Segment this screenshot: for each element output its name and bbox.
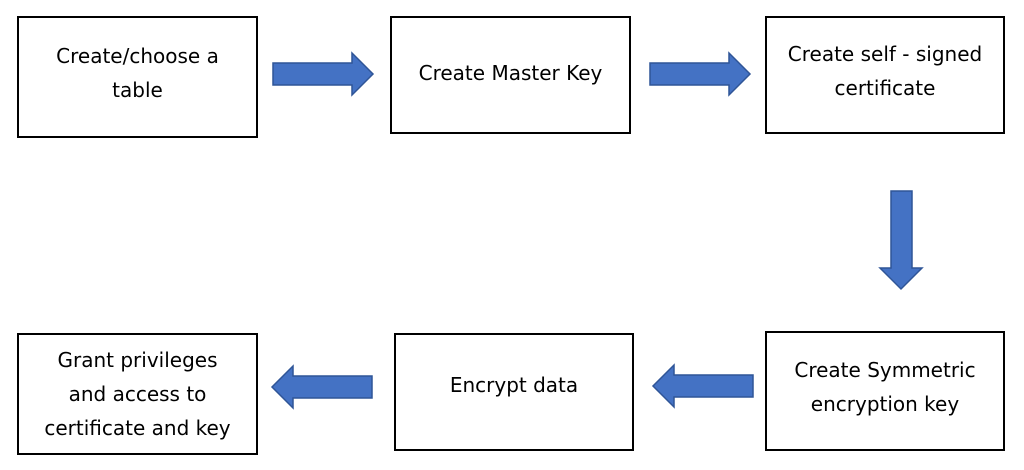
step-box-create-certificate: Create self - signed certificate: [765, 16, 1005, 134]
step-box-create-symmetric-key: Create Symmetric encryption key: [765, 331, 1005, 451]
step-box-grant-privileges: Grant privileges and access to certifica…: [17, 333, 258, 455]
step-label: Encrypt data: [449, 373, 579, 397]
arrow-down-icon: [878, 190, 924, 291]
arrow-left-icon: [651, 363, 754, 409]
step-box-create-table: Create/choose a table: [17, 16, 258, 138]
step-label: Grant privileges and access to certifica…: [44, 348, 231, 440]
step-label: Create/choose a table: [56, 44, 219, 102]
step-box-encrypt-data: Encrypt data: [394, 333, 634, 451]
step-label: Create Master Key: [418, 61, 603, 85]
step-label: Create self - signed certificate: [787, 42, 983, 100]
arrow-right-icon: [272, 51, 375, 97]
arrow-right-icon: [649, 51, 752, 97]
step-box-create-master-key: Create Master Key: [390, 16, 631, 134]
arrow-left-icon: [270, 364, 373, 410]
step-label: Create Symmetric encryption key: [794, 358, 976, 416]
